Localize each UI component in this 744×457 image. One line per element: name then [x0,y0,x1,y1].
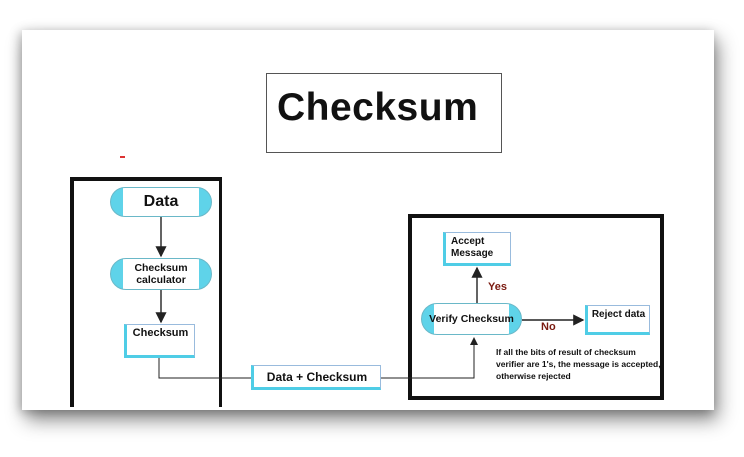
reject-data-node: Reject data [585,305,650,335]
page-title: Checksum [277,86,479,129]
red-mark [120,156,125,158]
accept-message-node: Accept Message [443,232,511,266]
arrow-combined-to-verify [381,337,478,379]
data-node: Data [110,187,212,217]
verification-note: If all the bits of result of checksum ve… [496,347,661,381]
line-checksum-to-combined [158,358,251,379]
title-box: Checksum [266,73,502,153]
checksum-calculator-node: Checksum calculator [110,258,212,290]
checksum-node: Checksum [124,324,195,358]
no-label: No [541,321,556,333]
yes-label: Yes [488,281,507,293]
data-plus-checksum-node: Data + Checksum [251,365,381,390]
verify-checksum-node: Verify Checksum [421,303,522,335]
